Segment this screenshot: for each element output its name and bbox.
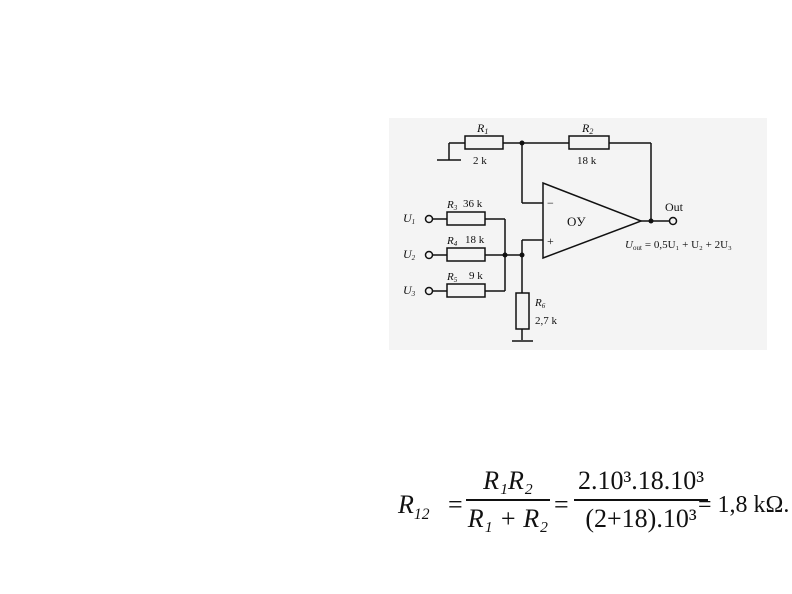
input-u1-label: U1 bbox=[403, 211, 415, 226]
r3-label: R3 bbox=[446, 199, 458, 212]
opamp-label: OУ bbox=[567, 214, 586, 229]
resistor-r4 bbox=[446, 247, 486, 262]
r6-label: R6 bbox=[534, 297, 546, 310]
fraction-numeric-numerator: 2.10³.18.10³ bbox=[577, 466, 705, 495]
r1-label: R1 bbox=[476, 121, 488, 136]
fraction-r1r2-bar bbox=[466, 499, 550, 501]
r3-value: 36 k bbox=[463, 198, 483, 210]
terminal-u3 bbox=[424, 286, 434, 296]
fraction-r1r2: R₁R₂ R₁ + R₂ bbox=[466, 466, 550, 534]
fraction-numeric-denominator: (2+18).10³ bbox=[585, 504, 697, 533]
output-terminal bbox=[668, 216, 678, 226]
r2-value: 18 k bbox=[577, 155, 597, 167]
circuit-diagram: R1 2 k R2 18 k R3 36 k R4 18 k R5 9 k R6… bbox=[389, 118, 767, 350]
resistor-r5 bbox=[446, 283, 486, 298]
resistor-r1 bbox=[464, 135, 504, 150]
output-equation: Uout= 0,5U₁ + U₂ + 2U₃ bbox=[625, 239, 732, 252]
formula-result: = 1,8 kΩ. bbox=[698, 492, 790, 518]
input-u2-label: U2 bbox=[403, 247, 416, 262]
r4-label: R4 bbox=[446, 235, 458, 248]
fraction-r1r2-numerator: R₁R₂ bbox=[483, 466, 533, 495]
resistor-r2 bbox=[568, 135, 610, 150]
junction-dot-plus bbox=[519, 252, 525, 258]
fraction-r1r2-denominator: R₁ + R₂ bbox=[467, 504, 549, 533]
r6-value: 2,7 k bbox=[535, 315, 558, 327]
fraction-numeric: 2.10³.18.10³ (2+18).10³ bbox=[574, 466, 708, 534]
fraction-numeric-bar bbox=[574, 499, 708, 501]
circuit-svg: R1 2 k R2 18 k R3 36 k R4 18 k R5 9 k R6… bbox=[403, 121, 732, 342]
opamp-minus-sign: − bbox=[547, 196, 554, 210]
formula-lhs: R12 bbox=[398, 490, 430, 524]
r5-label: R5 bbox=[446, 271, 458, 284]
input-u3-label: U3 bbox=[403, 283, 416, 298]
terminal-u1 bbox=[424, 214, 434, 224]
r5-value: 9 k bbox=[469, 270, 483, 282]
resistor-r6 bbox=[515, 292, 530, 330]
resistance-formula: R12 = R₁R₂ R₁ + R₂ = 2.10³.18.10³ (2+18)… bbox=[398, 462, 790, 552]
r1-value: 2 k bbox=[473, 155, 487, 167]
resistor-r3 bbox=[446, 211, 486, 226]
formula-eq1: = bbox=[448, 490, 463, 519]
junction-dot-out bbox=[648, 218, 654, 224]
terminal-u2 bbox=[424, 250, 434, 260]
opamp-triangle bbox=[542, 181, 644, 260]
formula-eq2: = bbox=[554, 490, 569, 519]
r4-value: 18 k bbox=[465, 234, 485, 246]
output-label: Out bbox=[665, 200, 684, 214]
r2-label: R2 bbox=[581, 121, 593, 136]
junction-dot-top bbox=[519, 140, 525, 146]
opamp-plus-sign: + bbox=[547, 234, 554, 248]
junction-dot-bus bbox=[502, 252, 508, 258]
